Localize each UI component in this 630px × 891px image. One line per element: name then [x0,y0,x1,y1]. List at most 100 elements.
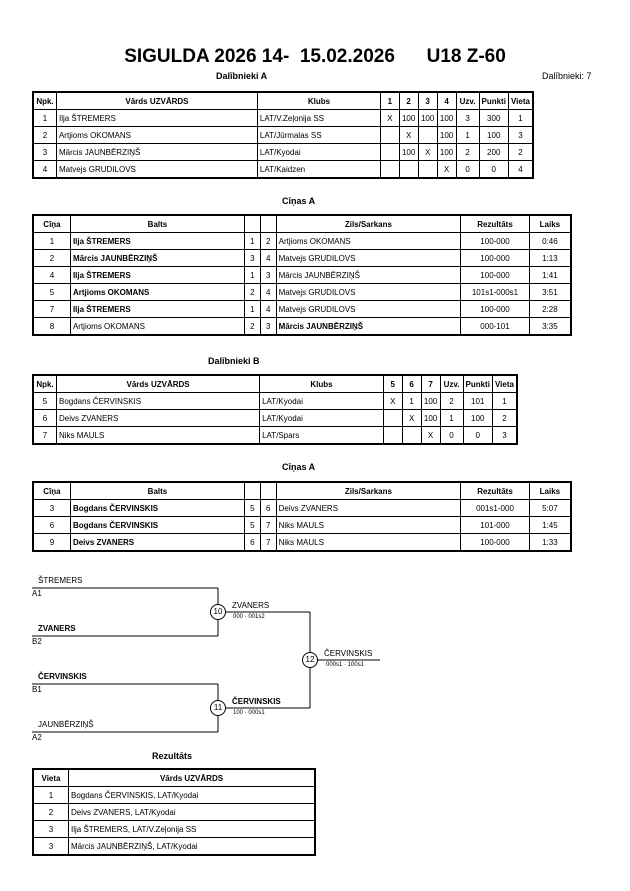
participant-wins: 0 [439,426,464,445]
fight-number: 6 [32,516,71,534]
fight-white-name: Deivs ZVANERS [69,533,245,552]
fight-number: 2 [32,249,71,267]
results-header-row: Vieta Vārds UZVĀRDS [32,768,316,787]
col-blue: Zils/Sarkans [275,214,462,233]
col-7: 7 [420,374,441,393]
pool-score-cell: 100 [436,126,457,144]
pool-score-cell: 100 [398,109,419,127]
participant-place: 1 [491,392,518,410]
participant-place: 1 [507,109,534,127]
fight-time: 5:07 [528,499,572,517]
fight-result: 100-000 [460,533,530,552]
match-11-score: 100 · 000s1 [233,710,265,716]
bracket: ŠTREMERS A1 ZVANERS B2 ČERVINSKIS B1 JAU… [0,570,630,750]
fight-result: 101-000 [460,516,530,534]
fights-b-title: Cīņas A [282,462,316,472]
fight-white-name: Ilja ŠTREMERS [69,232,245,250]
participant-points: 0 [478,160,509,179]
participant-name: Bogdans ČERVINSKIS [55,392,261,410]
pool-score-cell: 100 [420,409,441,427]
fight-white-name: Artjioms OKOMANS [69,317,245,336]
col-wins: Uzv. [439,374,464,393]
fight-blue-npk: 4 [259,300,277,318]
participant-name: Mārcis JAUNBĒRZIŅŠ [55,143,258,161]
fight-white-name: Bogdans ČERVINSKIS [69,499,245,517]
participant-number: 7 [32,426,57,445]
col-3: 3 [417,91,438,110]
participant-number: 3 [32,143,57,161]
participant-name: Deivs ZVANERS [55,409,261,427]
pool-score-cell [382,426,403,445]
participant-place: 2 [491,409,518,427]
participant-points: 300 [478,109,509,127]
participant-name: Niks MAULS [55,426,261,445]
result-name: Deivs ZVANERS, LAT/Kyodai [68,803,316,821]
fight-white-npk: 1 [243,232,261,250]
page-title: SIGULDA 2026 14- 15.02.2026 U18 Z-60 [124,46,506,67]
pool-score-cell [417,160,438,179]
pool-score-cell: X [379,109,400,127]
col-2: 2 [398,91,419,110]
result-place: 3 [32,820,69,838]
pool-a-header-row: Npk. Vārds UZVĀRDS Klubs 1 2 3 4 Uzv. Pu… [32,91,534,110]
fight-blue-npk: 7 [259,533,277,552]
col-result: Rezultāts [460,214,530,233]
pool-score-cell [379,126,400,144]
participant-place: 4 [507,160,534,179]
participant-place: 3 [491,426,518,445]
fight-blue-name: Deivs ZVANERS [275,499,462,517]
fight-blue-name: Matvejs GRUDILOVS [275,300,462,318]
col-npk: Npk. [32,91,57,110]
participant-number: 4 [32,160,57,179]
participant-number: 6 [32,409,57,427]
pool-score-cell: 1 [401,392,422,410]
pool-b-table: Npk. Vārds UZVĀRDS Klubs 5 6 7 Uzv. Punk… [32,374,518,445]
fight-number: 5 [32,283,71,301]
fight-result: 100-000 [460,300,530,318]
match-11-winner: ČERVINSKIS [232,697,281,706]
fight-blue-npk: 4 [259,283,277,301]
fight-result: 000-101 [460,317,530,336]
pool-score-cell: X [417,143,438,161]
fight-time: 1:13 [528,249,572,267]
pool-score-cell [382,409,403,427]
fight-blue-npk: 4 [259,249,277,267]
fight-result: 100-000 [460,232,530,250]
pool-score-cell [401,426,422,445]
col-blank-b [259,214,277,233]
col-time: Laiks [528,481,572,500]
participant-wins: 0 [455,160,480,179]
pool-score-cell: X [382,392,403,410]
pool-b-header-row: Npk. Vārds UZVĀRDS Klubs 5 6 7 Uzv. Punk… [32,374,518,393]
fights-b-header-row: Cīņa Balts Zils/Sarkans Rezultāts Laiks [32,481,572,500]
col-name: Vārds UZVĀRDS [68,768,316,787]
participant-number: 5 [32,392,57,410]
fight-white-npk: 3 [243,249,261,267]
participant-wins: 2 [439,392,464,410]
result-place: 1 [32,786,69,804]
fight-white-npk: 5 [243,516,261,534]
participant-place: 3 [507,126,534,144]
fight-white-npk: 2 [243,317,261,336]
fight-white-name: Artjioms OKOMANS [69,283,245,301]
fights-b-table: Cīņa Balts Zils/Sarkans Rezultāts Laiks … [32,481,572,552]
participant-name: Ilja ŠTREMERS [55,109,258,127]
fight-result: 100-000 [460,266,530,284]
col-1: 1 [379,91,400,110]
participant-wins: 3 [455,109,480,127]
participant-wins: 1 [455,126,480,144]
pool-score-cell: 100 [436,109,457,127]
fight-blue-name: Matvejs GRUDILOVS [275,283,462,301]
fight-blue-name: Niks MAULS [275,533,462,552]
